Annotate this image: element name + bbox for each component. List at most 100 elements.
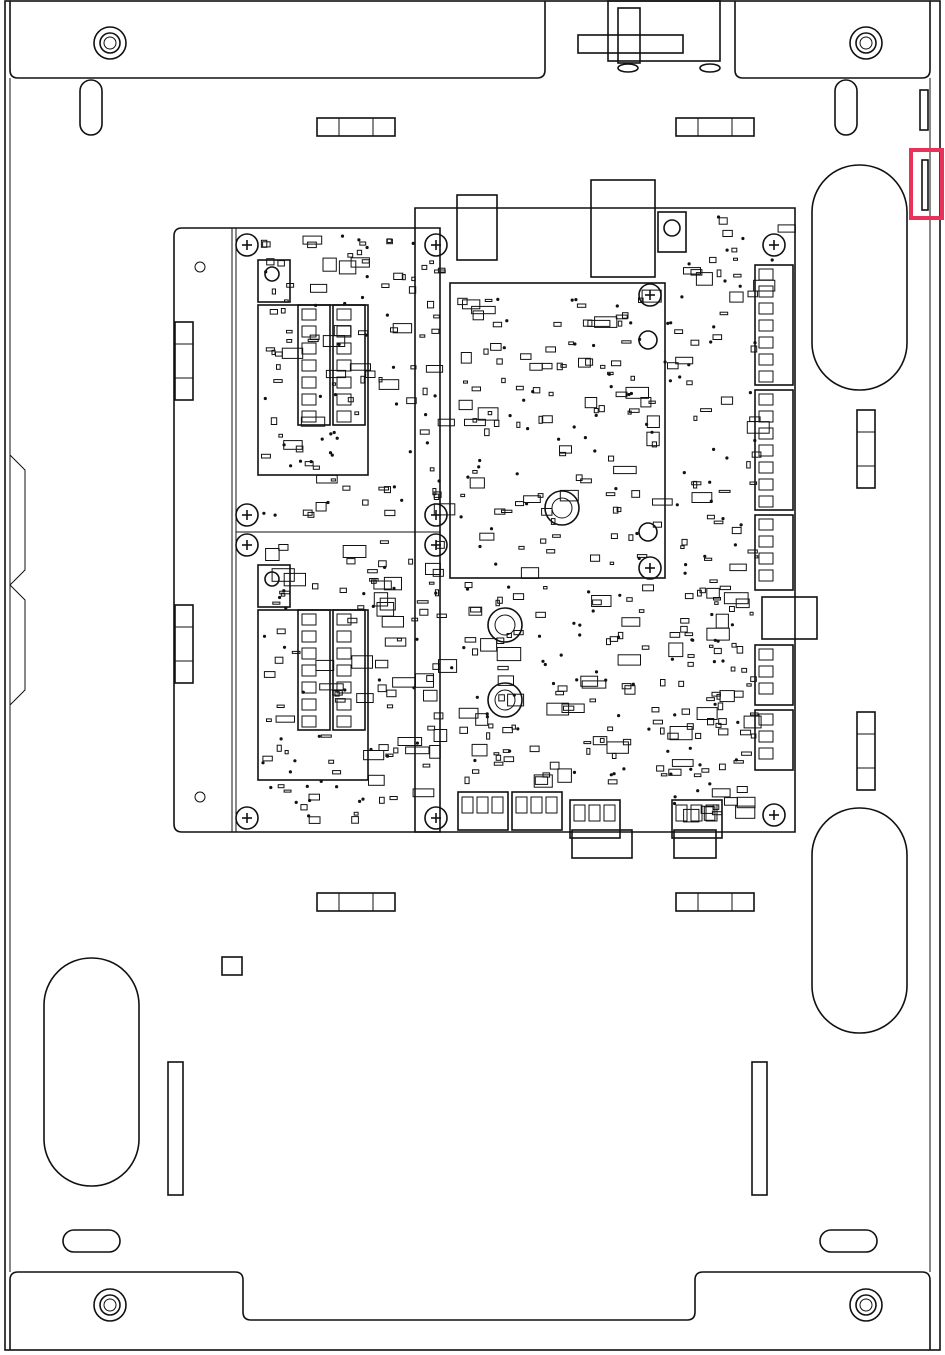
ic-chip	[376, 602, 395, 617]
ic-chip	[683, 267, 701, 275]
pad	[433, 394, 437, 398]
smd-part	[493, 419, 500, 427]
slot-pair	[174, 321, 194, 401]
ic-chip	[719, 690, 735, 703]
ic-chip	[316, 474, 338, 484]
pad	[512, 693, 516, 697]
pad	[282, 589, 286, 593]
pad	[713, 702, 717, 706]
ic-chip	[480, 638, 498, 652]
smd-part	[520, 353, 532, 360]
pad	[294, 800, 298, 805]
smd-part	[541, 508, 553, 516]
terminal-block	[754, 389, 794, 511]
smd-part	[538, 415, 543, 424]
smd-part	[304, 461, 314, 467]
ic-chip	[477, 407, 499, 421]
smd-part	[704, 557, 713, 561]
terminal-block	[332, 304, 366, 426]
pad	[770, 258, 774, 262]
smd-part	[543, 586, 548, 590]
ic-chip	[319, 683, 344, 691]
slot-pair	[856, 711, 876, 791]
smd-part	[713, 520, 724, 525]
smd-part	[651, 707, 660, 713]
pad	[594, 413, 598, 417]
ic-chip	[271, 568, 295, 582]
ic-chip	[743, 715, 762, 729]
smd-part	[730, 666, 736, 672]
pad	[638, 337, 642, 341]
smd-part	[497, 596, 503, 604]
pad	[734, 758, 739, 762]
pad	[647, 727, 651, 731]
smd-part	[396, 637, 402, 642]
smd-part	[360, 375, 365, 384]
pad	[604, 678, 608, 682]
smd-part	[706, 514, 715, 520]
smd-part	[488, 723, 494, 729]
smd-part	[506, 633, 512, 638]
pad	[703, 554, 707, 558]
smd-part	[716, 269, 722, 278]
pad	[508, 749, 512, 753]
smd-part	[276, 704, 285, 708]
smd-part	[630, 375, 635, 381]
smd-part	[600, 364, 606, 369]
pad	[462, 646, 466, 650]
ic-chip	[460, 352, 472, 364]
smd-part	[716, 693, 721, 700]
ic-chip	[464, 418, 486, 427]
smd-part	[515, 385, 524, 391]
smd-part	[436, 613, 447, 618]
ic-chip	[534, 776, 549, 785]
ic-chip	[437, 418, 455, 427]
smd-part	[386, 704, 394, 709]
smd-part	[512, 593, 525, 601]
pad	[473, 758, 477, 763]
smd-part	[714, 601, 719, 605]
ic-chip	[580, 675, 599, 687]
ic-chip	[533, 774, 553, 788]
smd-part	[542, 415, 553, 424]
smd-part	[585, 358, 594, 366]
ic-chip	[646, 431, 660, 447]
pad	[298, 459, 303, 463]
smd-part	[549, 761, 560, 770]
pad	[629, 321, 633, 325]
smd-part	[408, 558, 414, 565]
smd-part	[457, 297, 468, 306]
smd-part	[751, 451, 762, 458]
smd-part	[607, 371, 614, 376]
ic-chip	[383, 576, 402, 591]
pad	[609, 773, 613, 777]
ic-chip	[368, 774, 385, 786]
smd-part	[736, 646, 744, 654]
smd-part	[616, 507, 622, 513]
smd-part	[334, 698, 346, 703]
ic-chip	[668, 642, 684, 658]
smd-part	[718, 718, 727, 725]
ic-chip	[724, 797, 738, 806]
smd-part	[575, 474, 583, 481]
pad	[753, 438, 757, 443]
smd-part	[610, 533, 618, 539]
smd-part	[713, 647, 722, 655]
smd-part	[432, 568, 444, 577]
ic-chip	[715, 613, 729, 629]
pad	[710, 612, 714, 617]
smd-part	[284, 299, 289, 303]
pad	[666, 321, 670, 325]
smd-part	[612, 506, 619, 514]
smd-part	[286, 329, 293, 334]
terminal-block	[754, 644, 794, 706]
board-screw-icon	[235, 533, 259, 557]
pad	[301, 690, 305, 694]
smd-part	[693, 773, 702, 778]
smd-part	[432, 663, 441, 670]
smd-part	[377, 684, 387, 693]
ic-chip	[458, 399, 473, 411]
smd-part	[495, 754, 502, 761]
terminal-block	[754, 709, 794, 771]
smd-part	[378, 744, 389, 751]
